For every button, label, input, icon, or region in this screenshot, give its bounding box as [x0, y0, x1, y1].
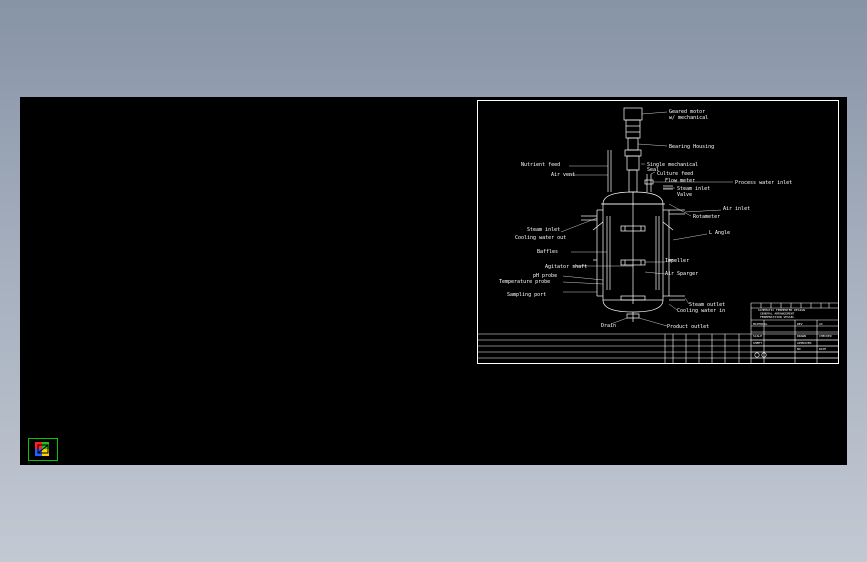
- label-steam-inlet-2: Steam inlet: [527, 227, 560, 233]
- label-air-sparger: Air Sparger: [665, 271, 698, 277]
- title-block: [751, 302, 838, 364]
- leader-lines: [560, 111, 733, 327]
- label-geared-motor-2: w/ mechanical: [669, 115, 708, 121]
- tb-approved: APPROVED: [797, 341, 812, 345]
- ucs-icon[interactable]: [28, 438, 58, 461]
- label-sampling-port: Sampling port: [507, 292, 546, 298]
- label-valve: Valve: [677, 192, 692, 198]
- ucs-glyph-icon: [35, 442, 49, 456]
- fermenter-vessel: [581, 107, 685, 322]
- model-space-viewport[interactable]: SCHEMATIC FERMENTER DESIGN GENERAL ARRAN…: [20, 97, 847, 465]
- label-single-seal-2: Seal: [647, 167, 659, 173]
- label-agitator-shaft: Agitator shaft: [545, 264, 587, 270]
- tb-drawn: DRAWN: [797, 334, 806, 338]
- tb-size: A3: [819, 322, 823, 326]
- label-product-outlet: Product outlet: [667, 324, 709, 330]
- label-rotameter: Rotameter: [693, 214, 720, 220]
- label-baffles: Baffles: [537, 249, 558, 255]
- tb-date: DATE: [819, 347, 826, 351]
- label-l-angle: L Angle: [709, 230, 730, 236]
- tb-rev: REV: [797, 322, 803, 326]
- label-drain: Drain: [601, 323, 616, 329]
- tb-checked: CHECKED: [819, 334, 832, 338]
- tb-no: NO: [797, 347, 801, 351]
- label-geared-motor: Geared motor: [669, 109, 705, 115]
- tb-scale: SCALE: [753, 334, 762, 338]
- label-temperature-probe: Temperature probe: [499, 279, 550, 285]
- drawing-sheet: SCHEMATIC FERMENTER DESIGN GENERAL ARRAN…: [477, 100, 839, 364]
- label-ph-probe: pH probe: [533, 273, 557, 279]
- label-steam-inlet: Steam inlet: [677, 186, 710, 192]
- label-process-water-inlet: Process water inlet: [735, 180, 792, 186]
- label-air-inlet: Air inlet: [723, 206, 750, 212]
- label-single-seal: Single mechanical: [647, 162, 698, 168]
- label-culture-feed: Culture feed: [657, 171, 693, 177]
- label-cooling-water-in: Cooling water in: [677, 308, 725, 314]
- tb-material: MATERIAL: [753, 322, 768, 326]
- label-bearing-housing: Bearing Housing: [669, 144, 714, 150]
- label-nutrient-feed: Nutrient feed: [521, 162, 560, 168]
- label-air-vent: Air vent: [551, 172, 575, 178]
- label-impeller: Impeller: [665, 258, 689, 264]
- label-cooling-water-out: Cooling water out: [515, 235, 566, 241]
- title-line-3: FERMENTATION VESSEL: [760, 315, 795, 319]
- title-line-2: GENERAL ARRANGEMENT: [760, 312, 795, 316]
- label-flow-meter: Flow meter: [665, 178, 695, 184]
- tb-sheet: SHEET: [753, 341, 762, 345]
- fermenter-drawing: SCHEMATIC FERMENTER DESIGN GENERAL ARRAN…: [477, 100, 839, 364]
- title-line-1: SCHEMATIC FERMENTER DESIGN: [758, 308, 805, 312]
- label-steam-outlet: Steam outlet: [689, 302, 725, 308]
